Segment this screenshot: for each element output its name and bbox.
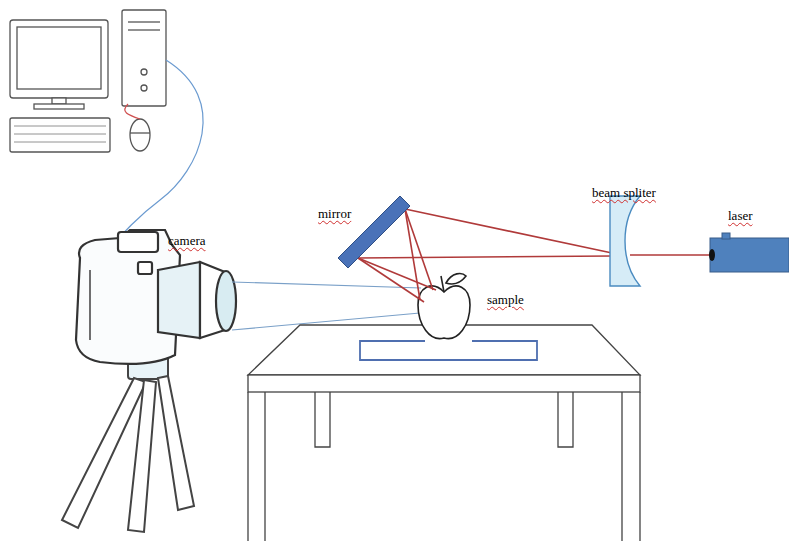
mouse-cable	[125, 104, 140, 119]
part-label: laser	[728, 208, 753, 224]
apple	[418, 274, 470, 339]
part-label: camera	[168, 233, 206, 249]
beam-splitter	[610, 196, 640, 286]
view-line	[232, 282, 421, 288]
part-label: mirror	[318, 206, 351, 222]
tripod	[62, 355, 194, 532]
camera-cable	[110, 60, 203, 250]
table	[248, 325, 640, 541]
laser	[709, 233, 789, 272]
keyboard-keys	[14, 126, 106, 142]
part-label: beam spliter	[592, 185, 656, 201]
sample-tray	[360, 341, 537, 360]
computer	[10, 10, 166, 152]
camera	[76, 230, 236, 364]
laser-beam	[358, 209, 710, 302]
part-label: sample	[487, 292, 524, 308]
